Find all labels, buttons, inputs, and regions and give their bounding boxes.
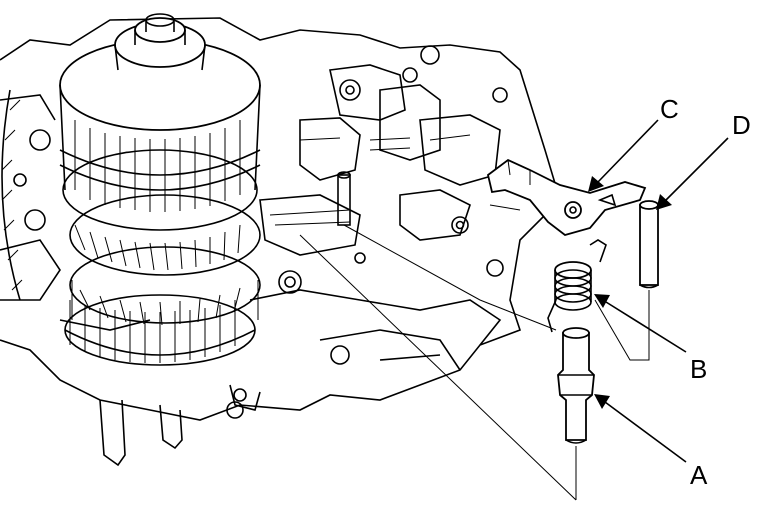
callout-label-d: D bbox=[732, 110, 751, 140]
callout-label-c: C bbox=[660, 94, 679, 124]
assembly-lines bbox=[299, 204, 650, 501]
part-d-pin bbox=[639, 200, 659, 289]
gear-clutch-stack bbox=[1, 13, 261, 366]
part-c-lever bbox=[486, 158, 647, 236]
callout-label-b: B bbox=[690, 354, 707, 384]
callout-label-a: A bbox=[690, 460, 708, 490]
leader-arrows bbox=[588, 119, 729, 463]
part-a-shaft bbox=[557, 327, 595, 444]
part-b-spring bbox=[547, 239, 607, 333]
